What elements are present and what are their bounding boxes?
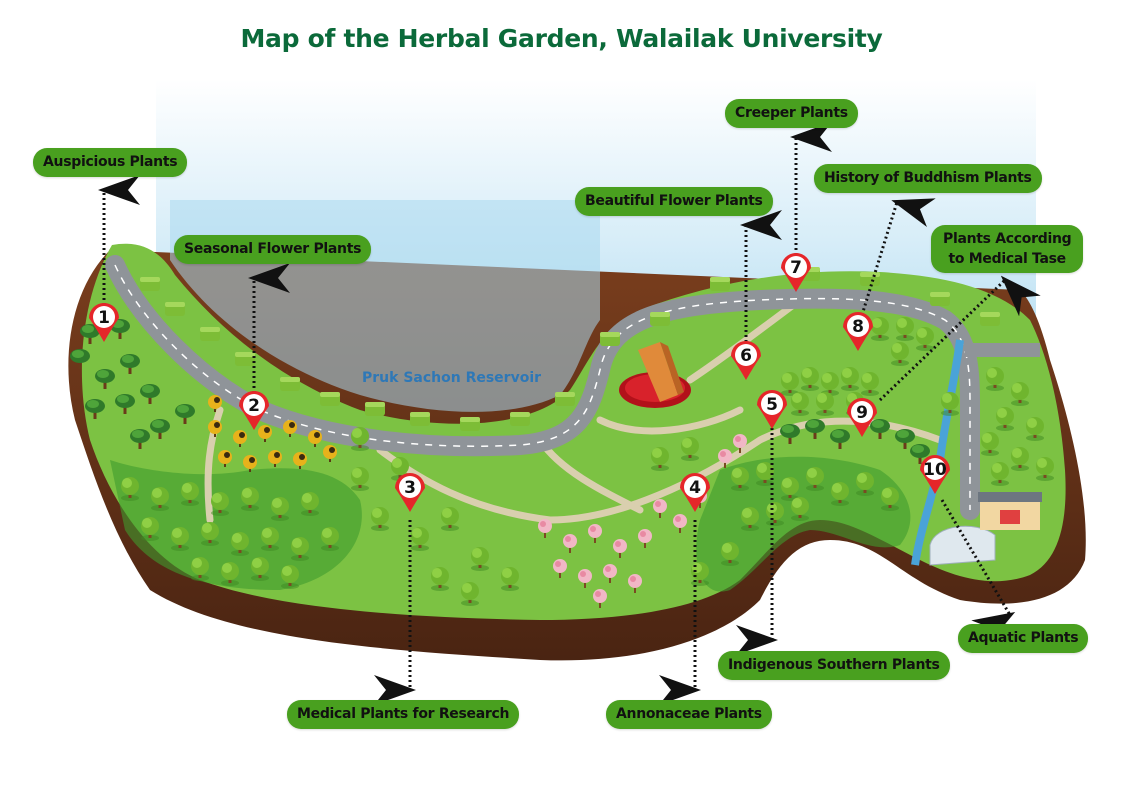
map-pin-number: 2 — [248, 396, 260, 416]
map-pin-number: 8 — [852, 317, 864, 337]
map-pin-number: 4 — [689, 478, 701, 498]
map-pin-zone-10[interactable]: 10 — [920, 455, 950, 494]
map-pin-zone-8[interactable]: 8 — [843, 312, 873, 351]
map-pin-center — [243, 394, 265, 416]
map-pin-zone-1[interactable]: 1 — [89, 303, 119, 342]
map-pin-center — [924, 458, 946, 480]
reservoir-label: Pruk Sachon Reservoir — [362, 370, 542, 386]
map-pin-number: 10 — [923, 460, 947, 480]
label-zone-9[interactable]: Plants According to Medical Tase — [931, 225, 1084, 273]
map-pin-center — [761, 393, 783, 415]
map-pin-zone-9[interactable]: 9 — [847, 398, 877, 437]
label-zone-7[interactable]: Creeper Plants — [725, 99, 858, 128]
label-zone-9-line1: Plants According — [943, 231, 1072, 247]
map-pin-zone-6[interactable]: 6 — [731, 341, 761, 380]
map-pin-center — [684, 476, 706, 498]
map-pin-center — [851, 401, 873, 423]
map-pin-center — [93, 306, 115, 328]
map-pin-center — [735, 344, 757, 366]
map-pin-number: 1 — [98, 308, 110, 328]
map-pin-number: 6 — [740, 346, 752, 366]
monument-landmark — [619, 342, 691, 408]
greenhouse-building — [929, 492, 1042, 566]
arrow-zone-9 — [878, 275, 1041, 402]
connector-arrows — [98, 122, 1041, 705]
page-title: Map of the Herbal Garden, Walailak Unive… — [240, 24, 883, 53]
map-pin-number: 7 — [790, 258, 802, 278]
label-zone-2[interactable]: Seasonal Flower Plants — [174, 235, 372, 264]
map-pin-zone-5[interactable]: 5 — [757, 390, 787, 429]
label-zone-4[interactable]: Annonaceae Plants — [606, 700, 772, 729]
map-pin-zone-3[interactable]: 3 — [395, 473, 425, 512]
forest-patch-east — [696, 456, 911, 592]
arrow-zone-10 — [940, 499, 1016, 647]
map-pin-number: 3 — [404, 478, 416, 498]
label-zone-9-line2: to Medical Tase — [948, 251, 1066, 267]
map-pin-zone-2[interactable]: 2 — [239, 391, 269, 430]
label-zone-5[interactable]: Indigenous Southern Plants — [718, 651, 950, 680]
label-zone-8[interactable]: History of Buddhism Plants — [814, 164, 1042, 193]
map-pin-zone-7[interactable]: 7 — [781, 253, 811, 292]
map-pin-number: 5 — [766, 395, 778, 415]
zone-markers: 1 2 3 4 5 6 7 8 9 10 — [89, 253, 950, 512]
map-pin-center — [785, 256, 807, 278]
label-zone-1[interactable]: Auspicious Plants — [33, 148, 188, 177]
map-pin-center — [399, 476, 421, 498]
map-pin-center — [847, 315, 869, 337]
label-zone-10[interactable]: Aquatic Plants — [958, 624, 1089, 653]
label-zone-3[interactable]: Medical Plants for Research — [287, 700, 520, 729]
map-pin-zone-4[interactable]: 4 — [680, 473, 710, 512]
map-pin-number: 9 — [856, 403, 868, 423]
label-zone-6[interactable]: Beautiful Flower Plants — [575, 187, 773, 216]
